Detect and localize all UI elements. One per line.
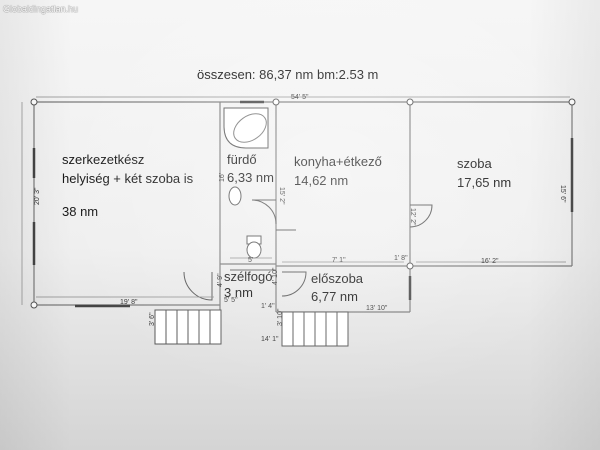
room-vestibule-label: szélfogó 3 nm <box>224 269 276 300</box>
dim-bottom-left: 19' 8" <box>120 299 138 306</box>
dim-vest-height: 4' 9" <box>217 273 224 287</box>
dim-stair-left: 3' 6" <box>149 312 156 326</box>
room-bedroom-label: szoba 17,65 nm <box>457 156 511 190</box>
room-large-name: szerkezetkész <box>62 152 144 167</box>
stairs-right <box>281 311 349 347</box>
room-hall-area: 6,77 nm <box>311 289 358 304</box>
walls <box>33 101 573 313</box>
room-bath-area: 6,33 nm <box>227 170 274 185</box>
dim-hall-bottom: 13' 10" <box>366 305 388 312</box>
room-hall-name: előszoba <box>311 271 364 286</box>
dim-left-height: 20' 3" <box>34 187 41 205</box>
dimension-lines <box>21 96 570 305</box>
dim-bath-width: 5' <box>248 257 253 264</box>
dim-hall-left-small: 1' 4" <box>261 303 275 310</box>
room-bedroom-name: szoba <box>457 156 492 171</box>
room-bath-name: fürdő <box>227 152 257 167</box>
dim-stair-right: 3' 10" <box>277 308 284 326</box>
dim-kitchen-height: 15' 2" <box>278 187 285 205</box>
room-large-area: 38 nm <box>62 204 98 219</box>
area-summary: összesen: 86,37 nm bm:2.53 m <box>197 67 378 82</box>
room-vestibule-area: 3 nm <box>224 285 253 300</box>
toilet-icon <box>246 235 262 259</box>
room-bedroom-area: 17,65 nm <box>457 175 511 190</box>
room-kitchen-label: konyha+étkező 14,62 nm <box>294 154 385 188</box>
dim-room-door-height: 12' 2" <box>409 208 416 226</box>
corner-markers <box>30 98 576 309</box>
room-kitchen-name: konyha+étkező <box>294 154 382 169</box>
dim-bath-height: 16' <box>219 173 226 182</box>
room-kitchen-area: 14,62 nm <box>294 173 348 188</box>
dim-stair-bottom: 14' 1" <box>261 336 279 343</box>
watermark-text: Globaldingatlan.hu <box>3 4 79 14</box>
room-vestibule-name: szélfogó <box>224 269 272 284</box>
sink-icon <box>228 186 242 206</box>
stairs-left <box>154 309 222 345</box>
room-large-label: szerkezetkész helyiség + két szoba is 38… <box>62 152 197 219</box>
room-hall-label: előszoba 6,77 nm <box>311 271 367 304</box>
dim-top-total: 54' 5" <box>291 94 309 101</box>
dim-vest-width: 5' 5" <box>224 297 238 304</box>
dim-right-height: 15' 6" <box>559 185 566 203</box>
room-bath-label: fürdő 6,33 nm <box>227 152 274 185</box>
windows <box>32 100 574 308</box>
room-large-desc: helyiség + két szoba is <box>62 171 194 186</box>
bathtub-icon <box>223 107 269 149</box>
dim-room-left-small: 1' 8" <box>394 255 408 262</box>
dim-kitchen-width: 7' 1" <box>332 257 346 264</box>
dim-vest-right: 4' 10" <box>272 267 279 285</box>
door-swings <box>183 199 433 301</box>
dim-room-bottom: 16' 2" <box>481 258 499 265</box>
